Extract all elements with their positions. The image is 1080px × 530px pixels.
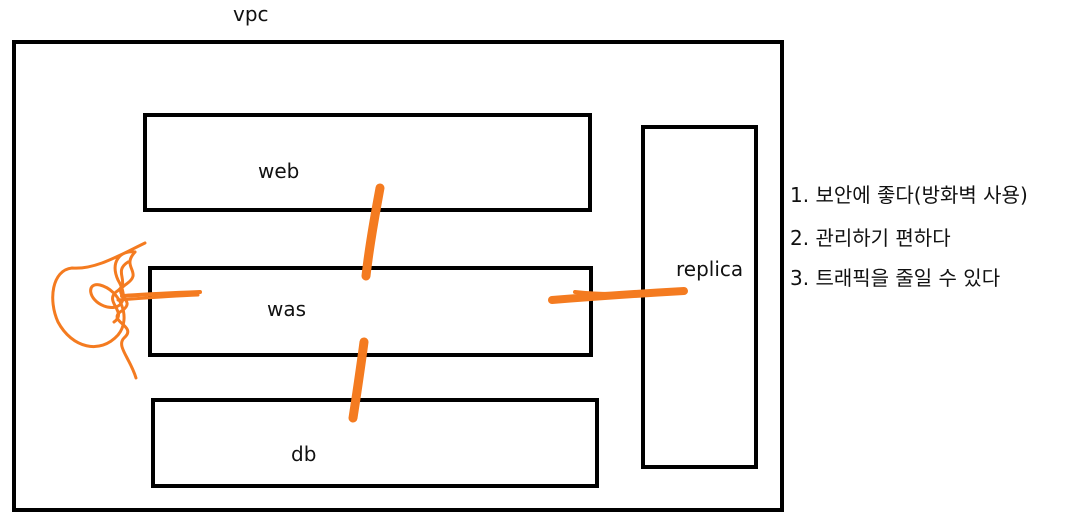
web-tier-box [143, 113, 592, 212]
replica-box [641, 125, 758, 469]
note-item-traffic: 3. 트래픽을 줄일 수 있다 [790, 266, 1001, 290]
was-tier-box [148, 266, 593, 357]
note-item-security: 1. 보안에 좋다(방화벽 사용) [790, 183, 1028, 207]
web-label: web [258, 159, 300, 183]
replica-label: replica [676, 257, 744, 281]
vpc-label: vpc [233, 2, 269, 26]
db-label: db [291, 442, 317, 466]
note-item-management: 2. 관리하기 편하다 [790, 226, 951, 250]
db-tier-box [151, 398, 599, 488]
was-label: was [267, 297, 307, 321]
vpc-container [12, 40, 784, 512]
